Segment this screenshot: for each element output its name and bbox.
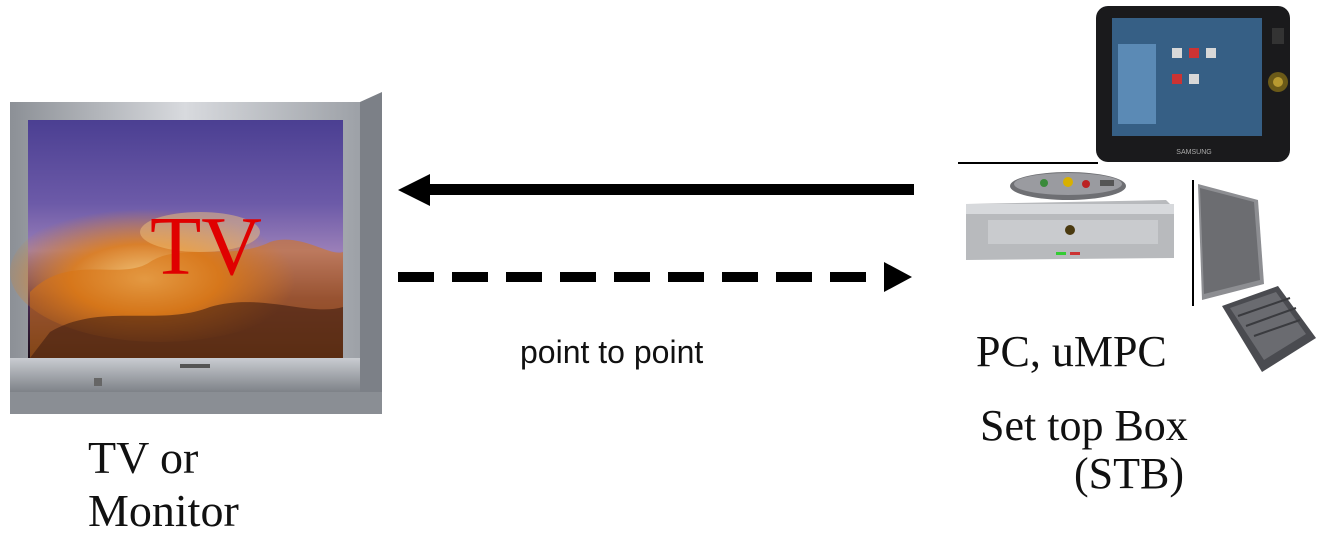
tv-caption-line2: Monitor — [88, 485, 239, 538]
solid-arrow-left — [398, 174, 914, 206]
tv-caption-line1: TV or — [88, 432, 239, 485]
connection-arrows — [390, 170, 920, 300]
devices-caption-line1: PC, uMPC — [976, 330, 1196, 374]
devices-caption-line2: Set top Box — [980, 404, 1188, 448]
set-top-box-illustration — [960, 168, 1180, 264]
tv-caption: TV or Monitor — [88, 432, 239, 538]
laptop-illustration — [1192, 180, 1320, 376]
devices-caption-line3: (STB) — [1074, 452, 1184, 496]
tv-screen-label: TV — [150, 205, 262, 289]
svg-text:SAMSUNG: SAMSUNG — [1176, 149, 1211, 156]
umpc-illustration: SAMSUNG — [1094, 4, 1294, 164]
dashed-arrow-right — [398, 262, 912, 292]
divider-line — [958, 162, 1098, 164]
connection-label: point to point — [520, 336, 703, 368]
